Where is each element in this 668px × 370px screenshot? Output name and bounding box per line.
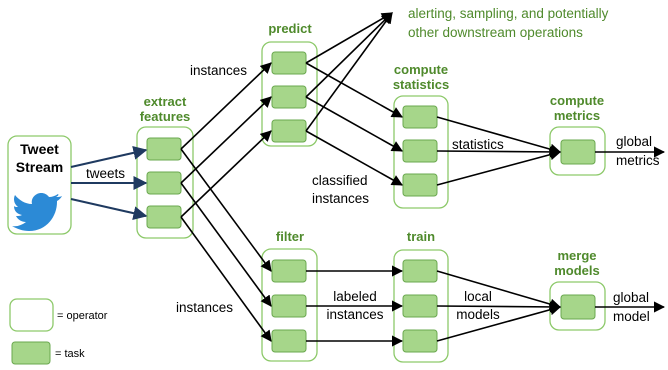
bird-icon	[12, 193, 62, 231]
edge-label-global-model: global model	[613, 290, 650, 325]
source-title: Tweet Stream	[8, 141, 71, 175]
task-train-2	[402, 294, 438, 318]
edge-extract-predict-a	[180, 62, 272, 150]
edge-label-classified-line1: classified	[312, 173, 368, 188]
edge-label-global-metrics-line2: metrics	[616, 153, 660, 168]
edge-label-classified: classified instances	[312, 173, 369, 207]
operator-title-merge-line1: merge	[557, 248, 597, 263]
legend-task-box	[11, 341, 51, 365]
operator-title-merge: merge models	[537, 248, 617, 278]
edge-extract-filter-a	[180, 148, 272, 272]
edge-extract-filter-b	[180, 182, 272, 307]
task-predict-3	[271, 119, 307, 143]
edge-train-merge-c	[436, 304, 562, 342]
edge-label-classified-line2: instances	[312, 191, 370, 206]
edge-label-global-model-line1: global	[613, 290, 650, 305]
edge-stats-metrics-a	[436, 116, 562, 155]
edge-label-tweets: tweets	[86, 166, 126, 181]
edge-label-statistics: statistics	[452, 137, 504, 152]
edge-predict-stats-b	[305, 96, 403, 152]
edge-tweets-3	[70, 198, 148, 221]
operator-title-filter-line1: filter	[275, 229, 305, 244]
task-predict-1	[271, 51, 307, 75]
edge-label-local-line2: models	[456, 307, 500, 322]
operator-box-source	[7, 135, 72, 235]
edge-predict-stats-c	[305, 130, 403, 186]
task-extract-1	[146, 137, 182, 161]
task-filter-2	[271, 294, 307, 318]
edge-label-labeled-line2: instances	[326, 307, 384, 322]
edge-label-global-metrics-line1: global	[616, 134, 653, 149]
edge-predict-downstream-a	[305, 12, 393, 64]
task-stats-3	[402, 173, 438, 197]
legend-operator-box	[9, 298, 54, 332]
operator-title-compute-metrics-line2: metrics	[553, 108, 601, 123]
operator-title-compute-metrics-line1: compute	[549, 93, 605, 108]
operator-title-extract-line1: extract	[143, 94, 187, 109]
edge-predict-downstream-c	[305, 12, 393, 132]
edge-label-downstream: alerting, sampling, and potentially othe…	[408, 6, 608, 41]
edge-label-local: local models	[448, 289, 508, 323]
edge-label-downstream-line1: alerting, sampling, and potentially	[408, 6, 609, 21]
operator-box-compute-stats	[393, 95, 449, 209]
edge-label-local-line1: local	[464, 289, 492, 304]
edge-tweets-1	[70, 145, 148, 168]
operator-title-train: train	[386, 229, 456, 244]
task-metrics	[560, 139, 596, 165]
edge-label-instances-bottom: instances	[176, 300, 234, 315]
edge-extract-filter-c	[180, 216, 272, 342]
task-filter-1	[271, 259, 307, 283]
task-extract-3	[146, 205, 182, 229]
task-filter-3	[271, 329, 307, 353]
edge-label-downstream-line2: other downstream operations	[408, 25, 583, 40]
edge-label-global-model-line2: model	[613, 309, 650, 324]
task-stats-2	[402, 139, 438, 163]
operator-title-train-line1: train	[406, 229, 436, 244]
edge-stats-metrics-b	[436, 146, 562, 158]
operator-title-extract: extract features	[130, 94, 200, 124]
edge-label-global-metrics: global metrics	[616, 134, 660, 169]
task-train-3	[402, 329, 438, 353]
operator-title-compute-stats: compute statistics	[381, 62, 461, 92]
edge-train-merge-a	[436, 270, 562, 310]
edge-label-labeled-line1: labeled	[333, 289, 377, 304]
task-stats-1	[402, 105, 438, 129]
task-train-1	[402, 259, 438, 283]
operator-title-predict-line1: predict	[268, 21, 312, 36]
edge-extract-predict-c	[180, 130, 272, 218]
legend-operator-label: = operator	[57, 310, 108, 322]
edge-predict-downstream-b	[305, 12, 393, 98]
task-extract-2	[146, 171, 182, 195]
edge-label-labeled: labeled instances	[320, 289, 390, 323]
operator-title-predict: predict	[255, 21, 325, 36]
operator-title-merge-line2: models	[554, 263, 600, 278]
task-predict-2	[271, 85, 307, 109]
task-merge	[560, 294, 596, 320]
operator-title-compute-stats-line1: compute	[393, 62, 449, 77]
operator-title-compute-stats-line2: statistics	[392, 77, 450, 92]
operator-title-extract-line2: features	[139, 109, 191, 124]
operator-box-predict	[261, 41, 318, 147]
edge-stats-metrics-c	[436, 149, 562, 186]
legend-task-label: = task	[55, 348, 85, 360]
operator-title-filter: filter	[255, 229, 325, 244]
edge-train-merge-b	[436, 301, 562, 313]
edge-predict-stats-a	[305, 62, 403, 118]
edge-label-instances-top: instances	[190, 63, 248, 78]
source-title-line2: Stream	[15, 159, 64, 175]
operator-title-compute-metrics: compute metrics	[537, 93, 617, 123]
source-title-line1: Tweet	[20, 141, 59, 157]
